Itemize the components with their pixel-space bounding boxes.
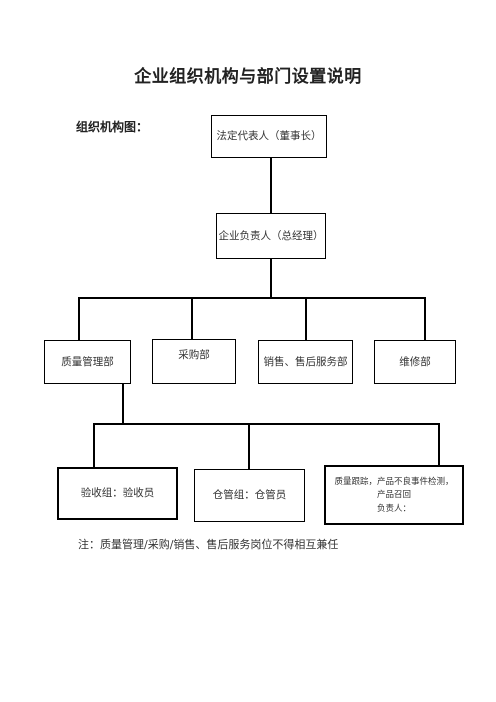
connector-line — [270, 258, 272, 298]
node-maintenance-department: 维修部 — [374, 340, 456, 384]
node-warehouse-group: 仓管组：仓管员 — [194, 469, 305, 522]
connector-line — [305, 297, 307, 341]
quality-tracking-line-1: 质量跟踪，产品不良事件检测， — [334, 477, 454, 488]
node-acceptance-group: 验收组：验收员 — [57, 467, 178, 520]
connector-line — [93, 423, 440, 425]
node-legal-representative: 法定代表人（董事长） — [211, 115, 327, 158]
org-chart-label: 组织机构图： — [76, 120, 149, 134]
connector-line — [191, 297, 193, 340]
connector-line — [78, 297, 426, 299]
connector-line — [78, 297, 80, 341]
quality-tracking-line-2: 产品召回 — [376, 490, 411, 501]
quality-tracking-line-3: 负责人： — [376, 503, 411, 514]
connector-line — [424, 297, 426, 341]
connector-line — [248, 423, 250, 470]
node-general-manager: 企业负责人（总经理） — [216, 213, 326, 259]
connector-line — [93, 423, 95, 468]
node-quality-department: 质量管理部 — [44, 340, 131, 384]
node-sales-service-department: 销售、售后服务部 — [258, 340, 353, 384]
connector-line — [122, 383, 124, 424]
footnote: 注：质量管理/采购/销售、售后服务岗位不得相互兼任 — [78, 538, 339, 551]
page-title: 企业组织机构与部门设置说明 — [134, 67, 362, 87]
connector-line — [270, 157, 272, 214]
connector-line — [438, 423, 440, 466]
node-quality-tracking: 质量跟踪，产品不良事件检测， 产品召回 负责人： — [324, 465, 464, 525]
node-purchasing-department: 采购部 — [152, 339, 236, 384]
